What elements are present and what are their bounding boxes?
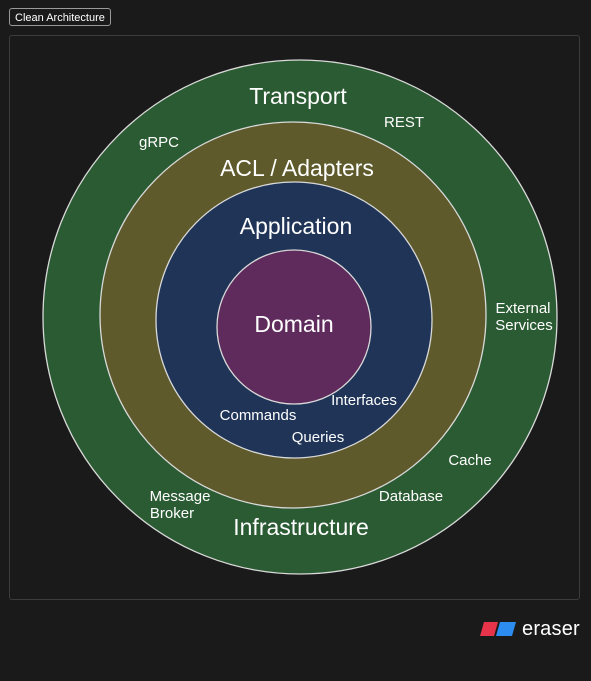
domain-title: Domain xyxy=(254,311,333,337)
external-services-label-line2: Services xyxy=(495,317,553,334)
queries-label: Queries xyxy=(292,429,345,446)
external-services-label-line1: External xyxy=(495,300,550,317)
commands-label: Commands xyxy=(220,407,297,424)
brand-name: eraser xyxy=(522,617,580,640)
message-broker-label-line2: Broker xyxy=(150,505,194,522)
message-broker-label-line1: Message xyxy=(150,488,211,505)
eraser-brand[interactable]: eraser xyxy=(480,618,580,640)
infrastructure-title: Infrastructure xyxy=(233,514,369,540)
transport-title: Transport xyxy=(249,83,347,109)
rest-label: REST xyxy=(384,114,424,131)
cache-label: Cache xyxy=(448,452,491,469)
eraser-logo-icon xyxy=(480,622,516,636)
diagram-frame xyxy=(9,35,580,600)
interfaces-label: Interfaces xyxy=(331,392,397,409)
adapters-title: ACL / Adapters xyxy=(220,155,374,181)
diagram-title-tag[interactable]: Clean Architecture xyxy=(9,8,111,26)
domain-core[interactable] xyxy=(216,249,372,405)
grpc-label: gRPC xyxy=(139,134,179,151)
database-label: Database xyxy=(379,488,443,505)
application-title: Application xyxy=(240,213,353,239)
